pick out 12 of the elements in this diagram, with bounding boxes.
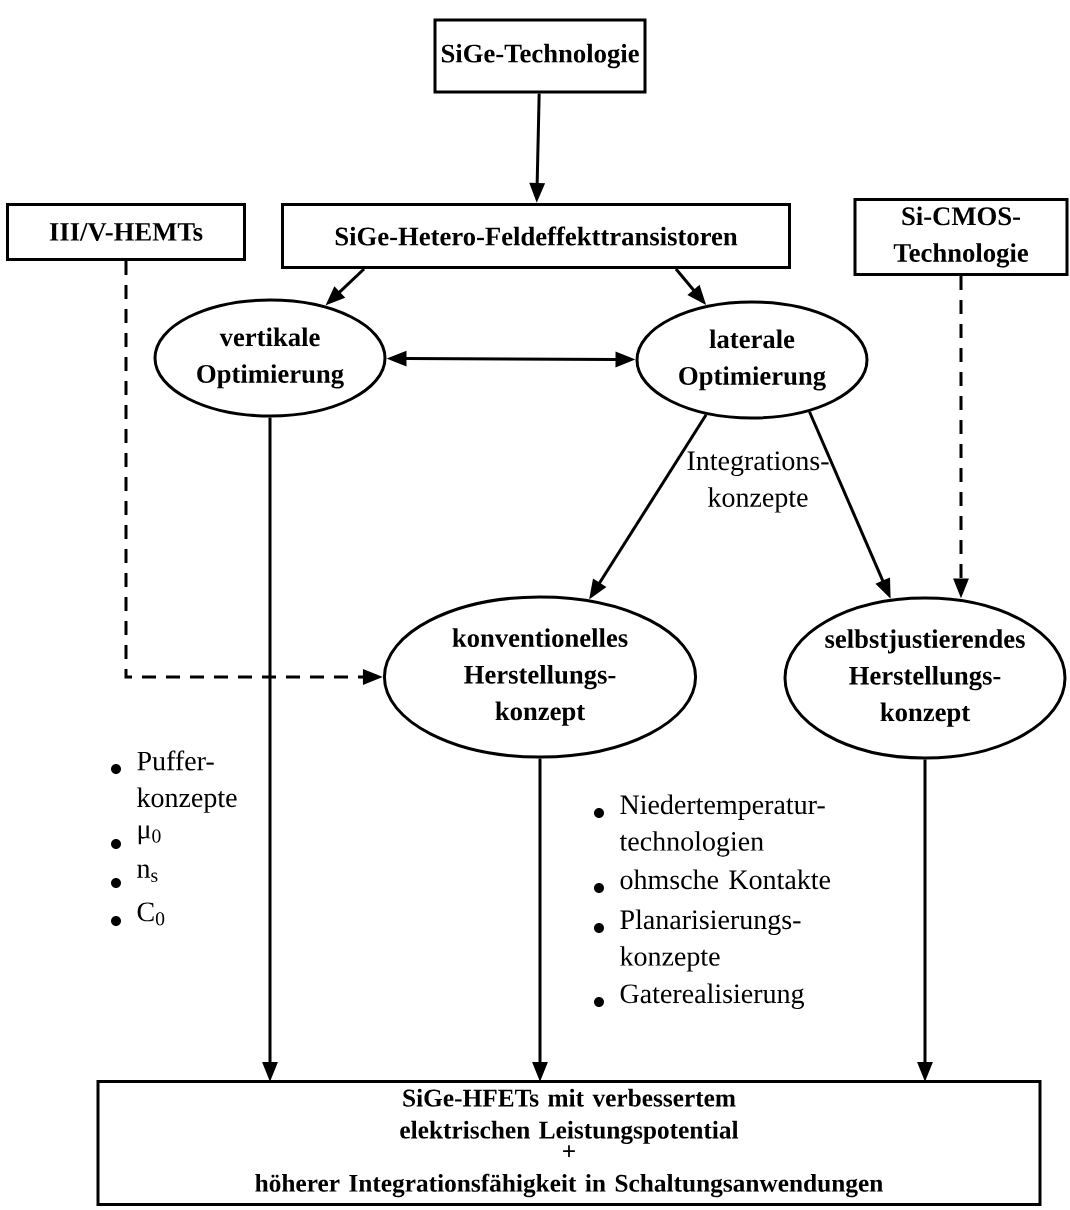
annotation-text: Integrations- konzepte bbox=[687, 451, 829, 513]
process-box: Si-CMOS- Technologie bbox=[853, 198, 1069, 276]
process-box: SiGe-Hetero-Feldeffekttransistoren bbox=[281, 203, 791, 269]
bullet-item: C$_{0}$ bbox=[111, 902, 165, 926]
bullet-item: Planarisierungs- konzepte bbox=[594, 909, 801, 972]
bullet-item: μ$_{0}$ bbox=[111, 825, 161, 849]
process-box: III/V-HEMTs bbox=[6, 203, 246, 261]
bullet-item: n$_{s}$ bbox=[111, 864, 158, 888]
bullet-item: ohmsche Kontakte bbox=[594, 869, 831, 893]
process-box: SiGe-Technologie bbox=[433, 18, 647, 94]
process-box: SiGe-HFETs mit verbessertem elektrischen Leistungspotential + höherer Integrationsfähigkeit in Schaltungsanwendungen bbox=[96, 1080, 1042, 1206]
bullet-item: Gaterealisierung bbox=[594, 983, 804, 1009]
